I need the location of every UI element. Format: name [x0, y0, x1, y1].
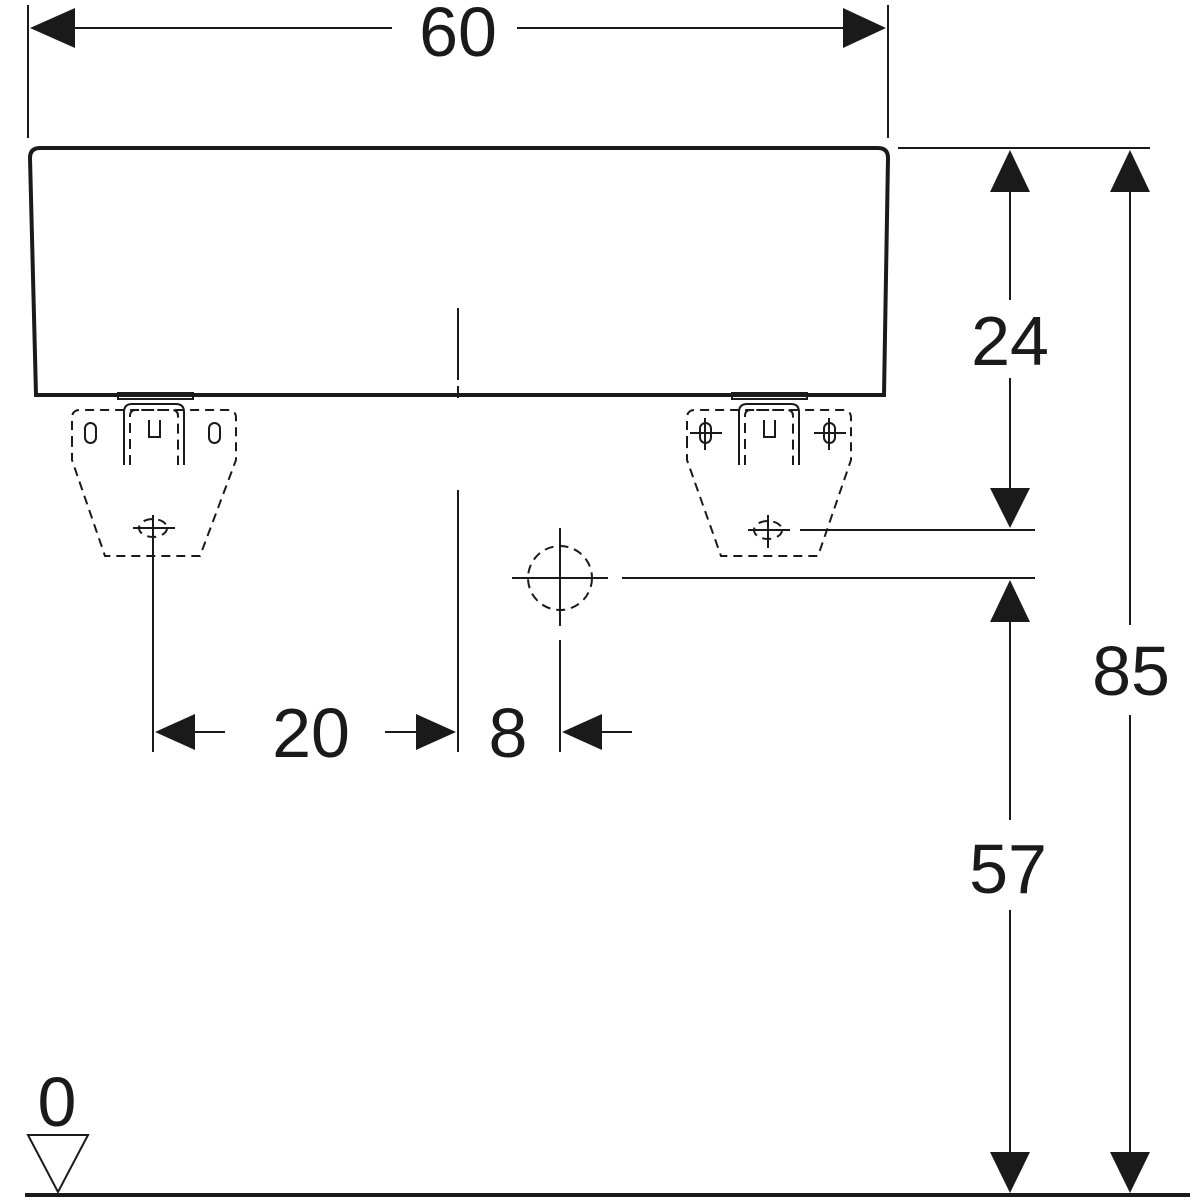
right-wall-bracket — [686, 392, 1035, 557]
dimension-label-bracket-offset: 20 — [272, 694, 350, 772]
left-wall-bracket — [71, 392, 237, 752]
drain-position — [512, 528, 1035, 752]
level-marker-icon — [26, 1134, 90, 1195]
dimension-label-total-height: 85 — [1092, 632, 1170, 710]
dimension-width: 60 — [27, 0, 889, 138]
dimension-label-basin-height: 24 — [971, 302, 1049, 380]
dimension-vertical-total: 85 — [1092, 150, 1170, 1193]
dimension-vertical-inner: 24 57 — [898, 147, 1150, 1193]
dimension-label-mount-height: 57 — [969, 830, 1047, 908]
dimension-label-drain-offset: 8 — [489, 694, 528, 772]
floor-level: 0 — [25, 1063, 1190, 1197]
basin-outline — [27, 146, 891, 397]
dimension-horizontal-offsets: 20 8 — [155, 694, 632, 772]
floor-level-label: 0 — [38, 1063, 77, 1141]
dimension-label-width: 60 — [419, 0, 497, 71]
